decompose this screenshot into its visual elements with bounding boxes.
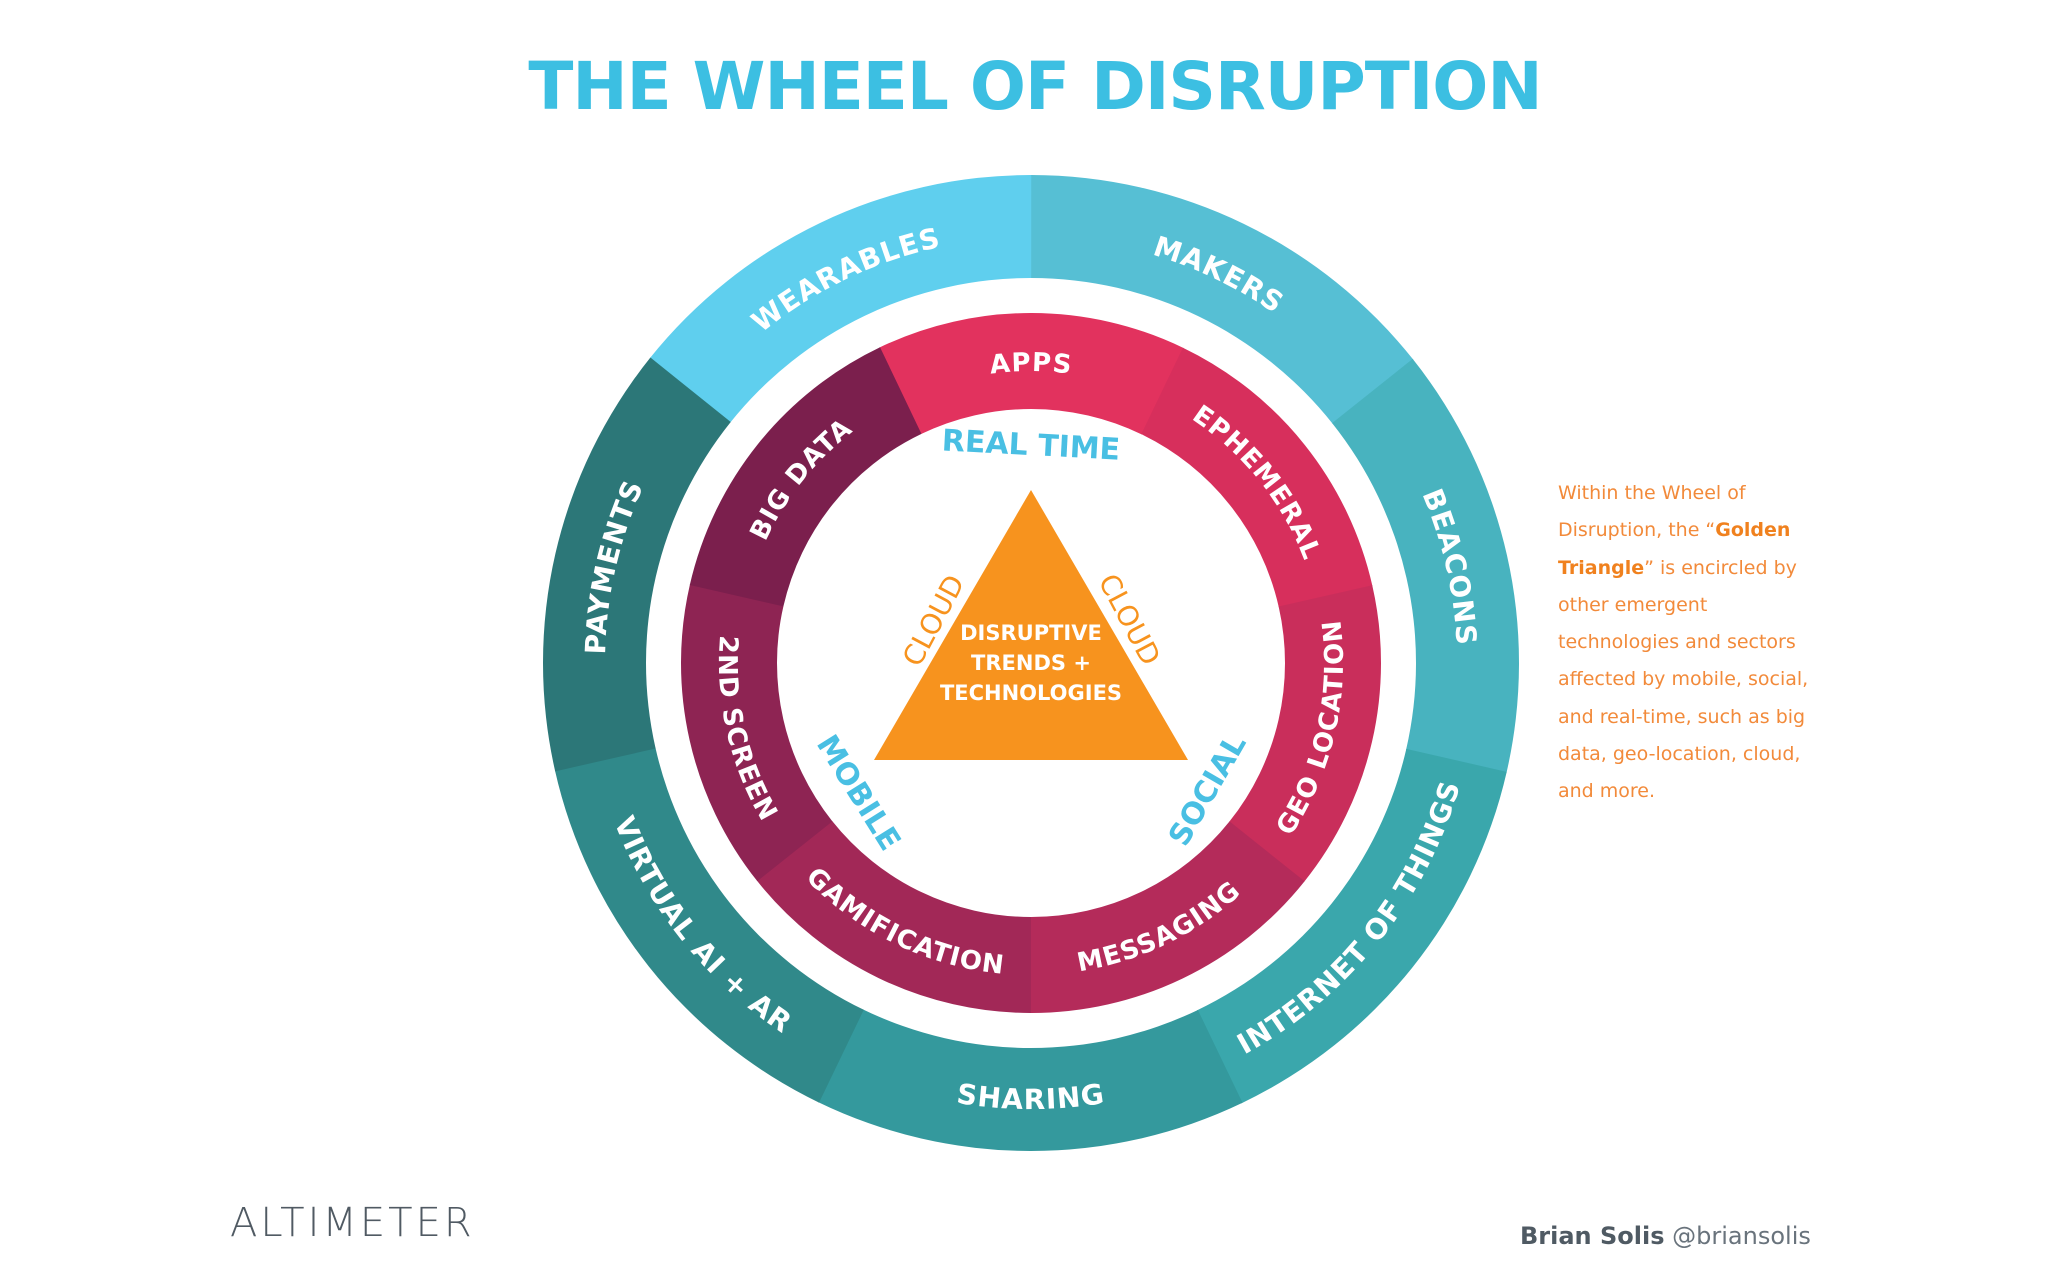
ring-segment-ephemeral bbox=[1141, 347, 1373, 608]
golden-triangle: CLOUD CLOUD DISRUPTIVE TRENDS + TECHNOLO… bbox=[874, 490, 1188, 760]
side-note-text-2: ” is encircled by other emergent technol… bbox=[1558, 556, 1809, 803]
ring-segment-messaging bbox=[1029, 821, 1305, 1013]
center-line-2: TRENDS + bbox=[971, 651, 1091, 675]
label-sharing: SHARING bbox=[955, 1077, 1107, 1116]
ring-segment-payments bbox=[543, 357, 731, 772]
side-note-bold: Golden Triangle bbox=[1558, 519, 1791, 579]
ring-segment-apps bbox=[879, 313, 1184, 435]
ring-segment-geo-location bbox=[1229, 585, 1381, 883]
ring-segment-makers bbox=[1031, 175, 1414, 424]
ring-segment-internet-of-things bbox=[1196, 748, 1507, 1104]
author-name: Brian Solis bbox=[1520, 1222, 1665, 1250]
label-apps: APPS bbox=[988, 348, 1074, 381]
ring-segment-sharing bbox=[817, 1009, 1243, 1151]
page-title: THE WHEEL OF DISRUPTION bbox=[528, 48, 1542, 125]
ring-segment-big-data bbox=[689, 347, 922, 607]
ring-segment-2nd-screen bbox=[681, 584, 833, 882]
ring-segment-beacons bbox=[1332, 358, 1519, 774]
center-line-1: DISRUPTIVE bbox=[960, 621, 1102, 645]
author-handle: @briansolis bbox=[1672, 1222, 1811, 1250]
triangle-shape bbox=[874, 490, 1188, 760]
ring-segment-wearables bbox=[649, 175, 1033, 423]
side-note: Within the Wheel of Disruption, the “Gol… bbox=[1558, 475, 1818, 811]
center-line-3: TECHNOLOGIES bbox=[940, 681, 1122, 705]
author-credit: Brian Solis @briansolis bbox=[1520, 1222, 1811, 1250]
ring-segment-gamification bbox=[756, 820, 1031, 1013]
ring-segment-virtual-ai-ar bbox=[554, 747, 864, 1103]
altimeter-logo: ALTIMETER bbox=[230, 1200, 475, 1246]
side-note-text-1: Within the Wheel of Disruption, the “ bbox=[1558, 482, 1746, 542]
